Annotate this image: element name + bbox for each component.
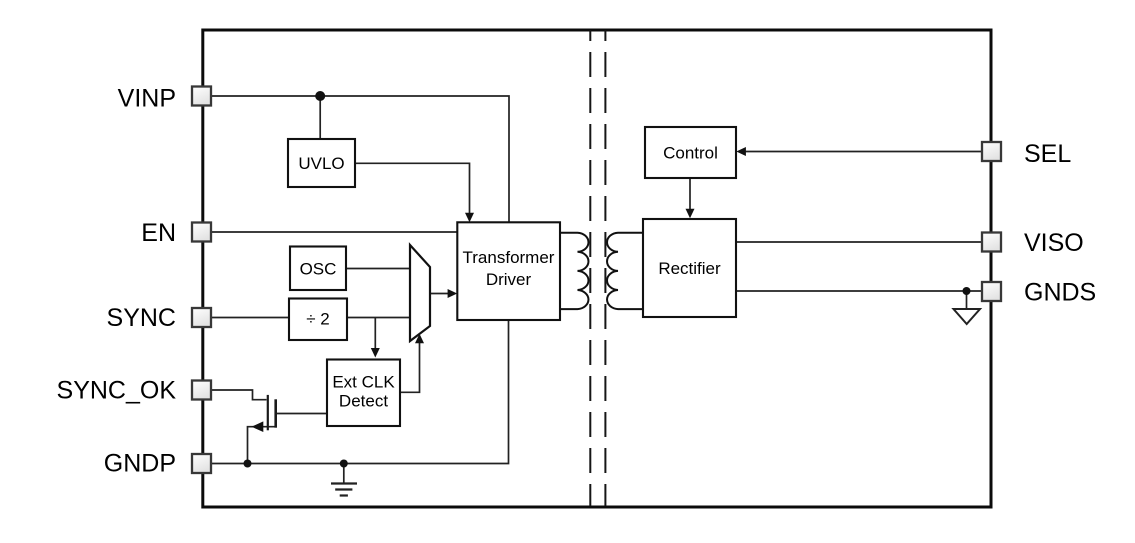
svg-text:EN: EN <box>141 219 176 247</box>
svg-text:Rectifier: Rectifier <box>658 259 721 278</box>
svg-text:OSC: OSC <box>300 260 337 279</box>
svg-text:Ext CLK: Ext CLK <box>332 373 395 392</box>
svg-text:SYNC: SYNC <box>107 304 176 332</box>
svg-text:÷ 2: ÷ 2 <box>306 310 330 329</box>
svg-text:SYNC_OK: SYNC_OK <box>57 377 177 405</box>
svg-text:UVLO: UVLO <box>298 154 344 173</box>
svg-text:VINP: VINP <box>118 85 176 113</box>
svg-text:SEL: SEL <box>1024 140 1071 168</box>
svg-text:Transformer: Transformer <box>463 248 555 267</box>
svg-text:GNDP: GNDP <box>104 450 176 478</box>
svg-text:VISO: VISO <box>1024 229 1084 257</box>
svg-text:GNDS: GNDS <box>1024 279 1096 307</box>
svg-text:Driver: Driver <box>486 270 532 289</box>
svg-text:Control: Control <box>663 143 718 162</box>
svg-text:Detect: Detect <box>339 392 388 411</box>
